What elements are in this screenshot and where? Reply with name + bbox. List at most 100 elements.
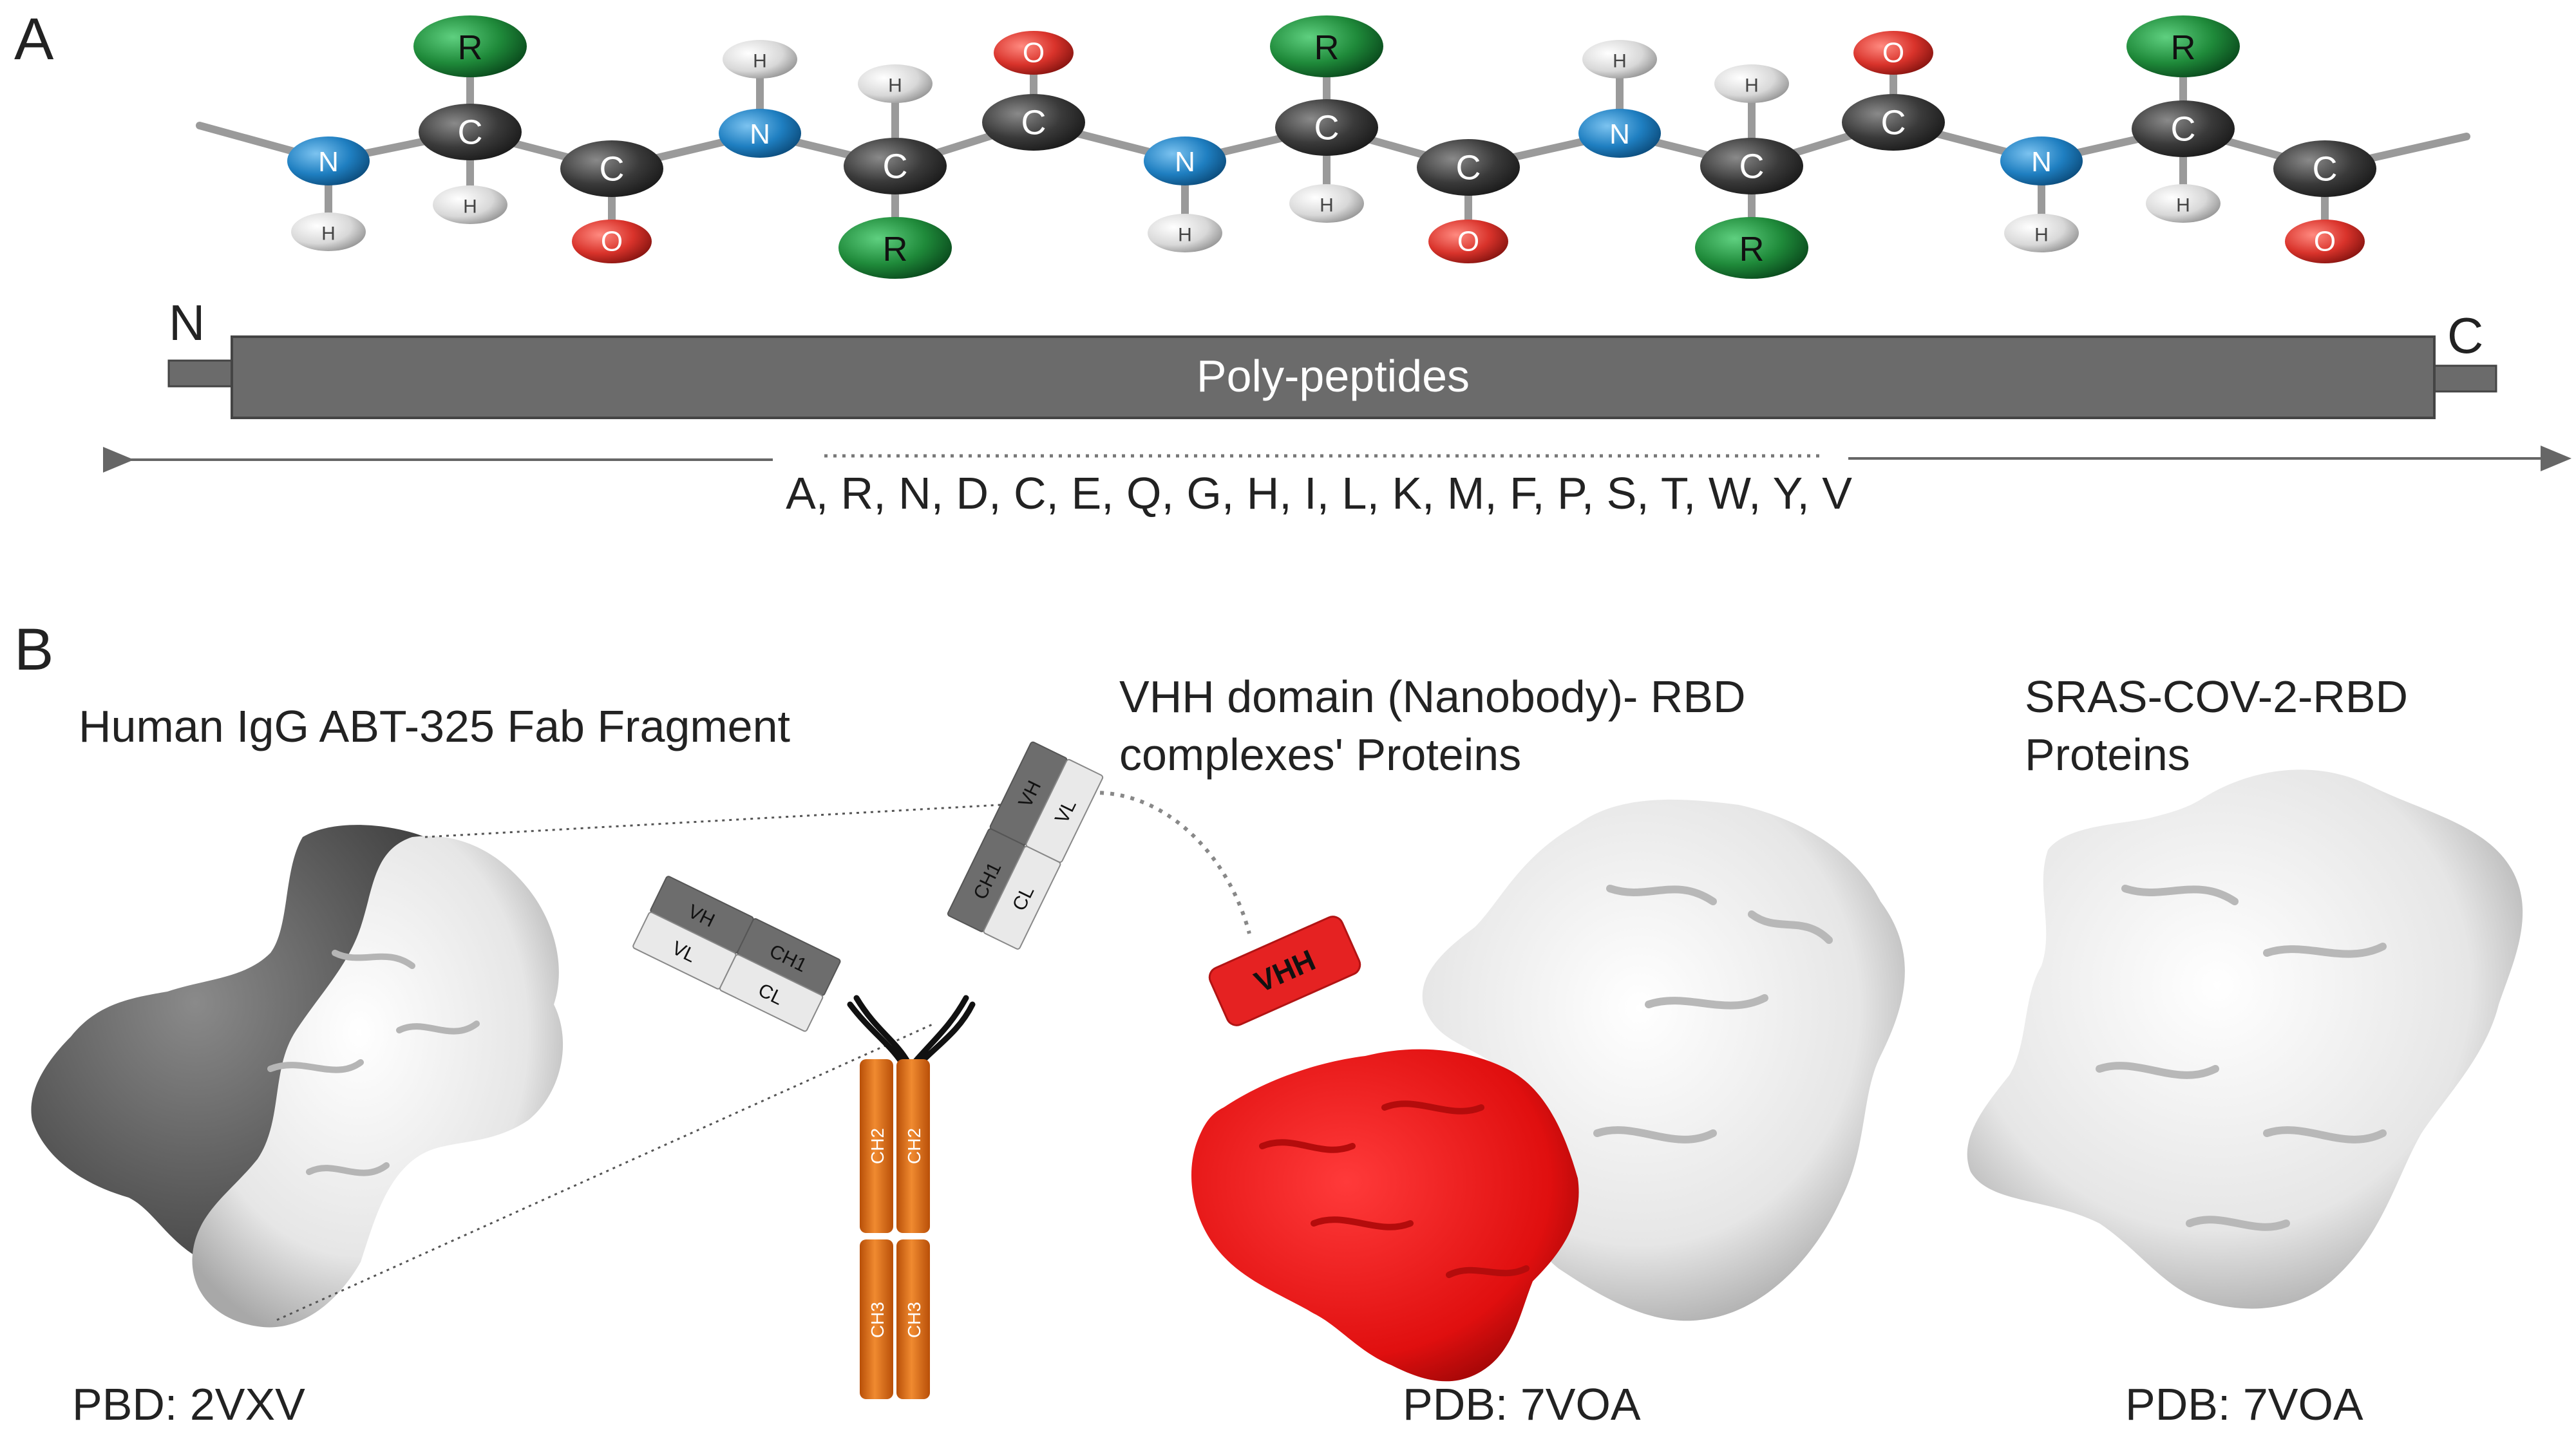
carbon-atom-label: C xyxy=(2313,149,2338,188)
hydrogen-atom xyxy=(1148,214,1222,252)
vhh-pdb-label: PDB: 7VOA xyxy=(1403,1379,1641,1429)
nitrogen-atom-label: N xyxy=(318,146,339,178)
c-terminus-label: C xyxy=(2447,307,2483,364)
left-fab-arm: VH VL CH1 CL xyxy=(632,876,841,1032)
nitrogen-atom xyxy=(1578,109,1661,158)
nitrogen-atom-label: N xyxy=(750,118,770,150)
vhh-rbd-complex-surface xyxy=(1191,799,1905,1382)
fc-region: CH2 CH2 CH3 CH3 xyxy=(860,1059,930,1399)
hydrogen-atom-label: H xyxy=(888,75,902,97)
n-terminal-stub xyxy=(167,359,234,388)
side-chain-atom-label: R xyxy=(883,230,908,268)
hydrogen-atom-label: H xyxy=(1178,225,1192,246)
vhh-tag: VHH xyxy=(1208,916,1361,1026)
hydrogen-atom xyxy=(723,40,797,79)
polypeptide-bar: Poly-peptides xyxy=(167,335,2497,419)
vh-to-vhh-dotted-curve xyxy=(1059,791,1251,934)
carbon-atom xyxy=(1700,138,1803,194)
carbon-atom xyxy=(560,140,663,197)
rbd-title-line-1: SRAS-COV-2-RBD xyxy=(2025,672,2408,722)
side-chain-atom xyxy=(1695,217,1808,279)
hydrogen-atom xyxy=(2004,214,2079,252)
fab-title: Human IgG ABT-325 Fab Fragment xyxy=(79,701,790,751)
panel-a-label: A xyxy=(14,6,54,72)
fc-ch2-label-a: CH2 xyxy=(867,1128,887,1164)
hydrogen-atom xyxy=(1289,184,1364,223)
oxygen-atom-label: O xyxy=(2314,225,2336,257)
hydrogen-atom xyxy=(2146,184,2221,223)
sars-cov-2-rbd-surface xyxy=(1967,769,2523,1309)
rbd-surface xyxy=(1967,769,2523,1309)
vhh-title-line-2: complexes' Proteins xyxy=(1119,730,1521,780)
hydrogen-atom-label: H xyxy=(2034,225,2049,246)
side-chain-atom xyxy=(2126,15,2240,77)
right-fab-arm: CH1 CL VH VL xyxy=(947,741,1104,950)
hydrogen-atom xyxy=(1582,40,1657,79)
carbon-atom-label: C xyxy=(2171,109,2196,148)
hydrogen-atom-label: H xyxy=(2176,195,2190,216)
hinge-region xyxy=(847,995,976,1066)
nanobody-surface-red xyxy=(1191,1049,1579,1382)
nitrogen-atom xyxy=(287,137,370,185)
carbon-atom xyxy=(419,104,522,160)
side-chain-atom xyxy=(838,217,952,279)
fab-light-region xyxy=(192,836,564,1328)
side-chain-atom-label: R xyxy=(1314,28,1340,67)
hydrogen-atom xyxy=(291,212,366,251)
fab-zoom-line-top xyxy=(424,802,1025,838)
polypeptide-label: Poly-peptides xyxy=(1197,351,1470,401)
rbd-pdb-label: PDB: 7VOA xyxy=(2125,1379,2363,1429)
carbon-atom xyxy=(1417,139,1520,196)
oxygen-atom xyxy=(572,220,652,263)
carbon-atom-label: C xyxy=(1881,103,1906,142)
carbon-atom-label: C xyxy=(883,147,908,185)
side-chain-atom-label: R xyxy=(458,28,483,67)
rbd-title-line-2: Proteins xyxy=(2025,730,2190,780)
hydrogen-atom-label: H xyxy=(1613,51,1627,72)
oxygen-atom-label: O xyxy=(601,225,623,257)
nitrogen-atom-label: N xyxy=(2031,146,2052,178)
carbon-atom-label: C xyxy=(600,149,625,188)
carbon-atom-label: C xyxy=(1739,147,1765,185)
oxygen-atom-label: O xyxy=(1457,225,1479,257)
n-terminus-label: N xyxy=(169,294,205,351)
side-chain-atom xyxy=(413,15,527,77)
carbon-atom xyxy=(2273,140,2376,197)
oxygen-atom-label: O xyxy=(1882,37,1904,68)
oxygen-atom xyxy=(1853,31,1933,75)
igg-antibody-schematic: VH VL CH1 CL CH1 CL VH VL CH2 CH2 xyxy=(632,741,1104,1399)
nitrogen-atom xyxy=(1144,137,1226,185)
fab-pdb-label: PBD: 2VXV xyxy=(72,1379,305,1429)
amino-acid-list: A, R, N, D, C, E, Q, G, H, I, L, K, M, F… xyxy=(786,468,1852,518)
hydrogen-atom xyxy=(1714,64,1789,103)
oxygen-atom xyxy=(1428,220,1508,263)
nitrogen-atom-label: N xyxy=(1609,118,1630,150)
oxygen-atom xyxy=(994,31,1074,75)
hydrogen-atom xyxy=(858,64,933,103)
nitrogen-atom xyxy=(719,109,801,158)
vhh-title-line-1: VHH domain (Nanobody)- RBD xyxy=(1119,672,1746,722)
hydrogen-atom-label: H xyxy=(753,51,767,72)
carbon-atom-label: C xyxy=(1314,108,1340,147)
c-terminal-stub xyxy=(2430,364,2497,393)
carbon-atom-label: C xyxy=(458,113,483,151)
polypeptide-main-bar xyxy=(231,335,2436,419)
fab-fragment-surface xyxy=(31,825,564,1328)
carbon-atom xyxy=(2132,100,2235,157)
panel-b-label: B xyxy=(14,617,53,683)
carbon-atom xyxy=(844,138,947,194)
side-chain-atom-label: R xyxy=(1739,230,1765,268)
side-chain-atom xyxy=(1270,15,1383,77)
nitrogen-atom-label: N xyxy=(1175,146,1195,178)
carbon-atom xyxy=(1842,94,1945,151)
fab-dark-region xyxy=(31,825,441,1270)
hydrogen-atom-label: H xyxy=(463,196,477,218)
fc-ch3-label-b: CH3 xyxy=(904,1302,924,1338)
side-chain-atom-label: R xyxy=(2171,28,2196,67)
hydrogen-atom xyxy=(433,185,507,224)
carbon-atom xyxy=(982,94,1085,151)
fc-ch2-label-b: CH2 xyxy=(904,1128,924,1164)
carbon-atom-label: C xyxy=(1456,148,1481,187)
oxygen-atom xyxy=(2285,220,2365,263)
